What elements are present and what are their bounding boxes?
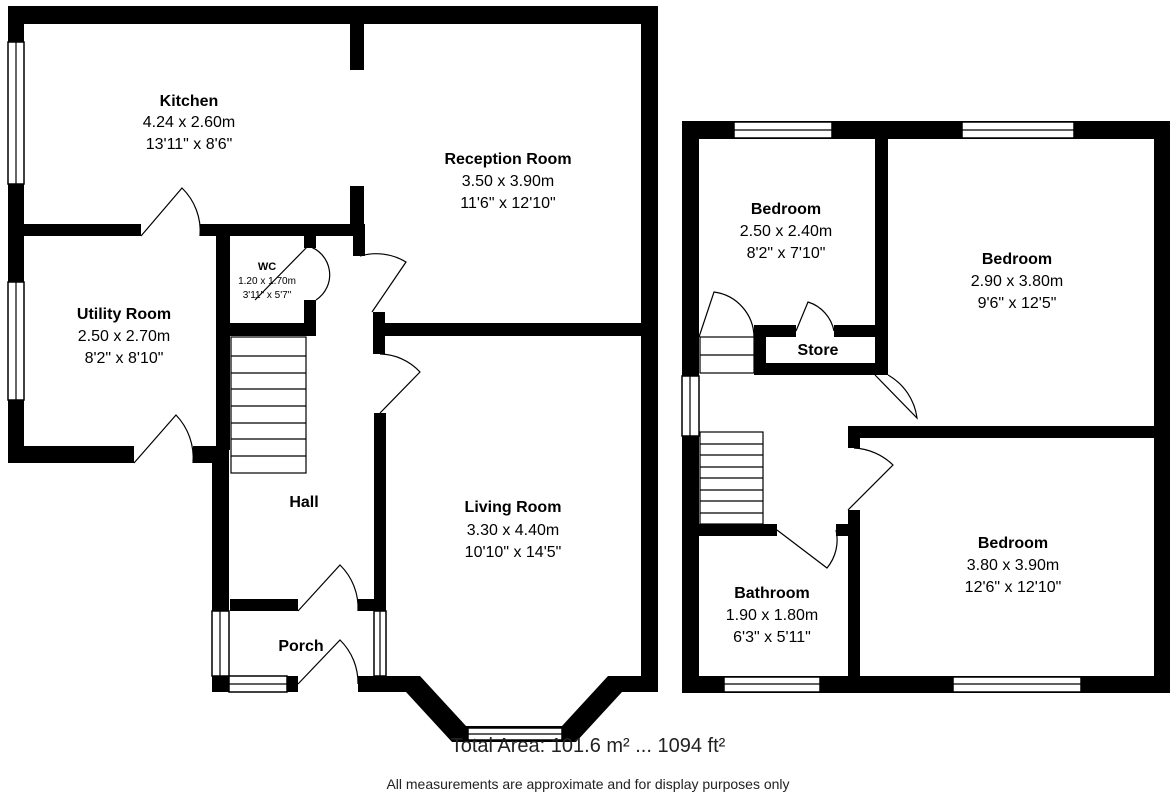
wall bbox=[699, 524, 777, 536]
room-name: Porch bbox=[278, 638, 323, 655]
door bbox=[359, 253, 407, 313]
room-dimensions-metric: 3.80 x 3.90m bbox=[967, 557, 1060, 574]
door bbox=[847, 447, 894, 511]
window bbox=[228, 675, 288, 693]
wall bbox=[641, 6, 658, 692]
wall bbox=[353, 224, 365, 256]
wall bbox=[848, 426, 1170, 438]
room-name: Utility Room bbox=[77, 306, 171, 323]
wall bbox=[304, 300, 316, 336]
door bbox=[140, 187, 201, 237]
wall bbox=[754, 363, 888, 375]
wall bbox=[1154, 121, 1170, 693]
room-dimensions-metric: 3.50 x 3.90m bbox=[462, 173, 555, 190]
room-dimensions-imperial: 11'6" x 12'10" bbox=[460, 195, 555, 212]
room-dimensions-imperial: 8'2" x 8'10" bbox=[85, 350, 164, 367]
wall bbox=[24, 224, 141, 236]
wall bbox=[200, 224, 365, 236]
total-area: Total Area: 101.6 m² ... 1094 ft² bbox=[450, 735, 726, 757]
room-dimensions-metric: 4.24 x 2.60m bbox=[143, 114, 236, 131]
room-name: Reception Room bbox=[444, 151, 571, 168]
window bbox=[7, 41, 25, 185]
wall bbox=[8, 6, 658, 24]
door bbox=[297, 639, 359, 685]
room-dimensions-metric: 2.50 x 2.70m bbox=[78, 328, 171, 345]
room-dimensions-imperial: 8'2" x 7'10" bbox=[747, 245, 826, 262]
window bbox=[211, 610, 230, 677]
room-dimensions-imperial: 10'10" x 14'5" bbox=[465, 544, 562, 561]
room-name: Bedroom bbox=[978, 535, 1048, 552]
room-dimensions-metric: 2.50 x 2.40m bbox=[740, 223, 833, 240]
wall bbox=[373, 323, 658, 336]
room-dimensions-imperial: 12'6" x 12'10" bbox=[965, 579, 1062, 596]
room-dimensions-imperial: 6'3" x 5'11" bbox=[733, 629, 811, 646]
room-dimensions-imperial: 3'11" x 5'7" bbox=[243, 290, 292, 301]
window bbox=[373, 610, 387, 677]
window bbox=[952, 676, 1082, 693]
first-floor: Bedroom 2.50 x 2.40m 8'2" x 7'10" Bedroo… bbox=[681, 121, 1170, 693]
room-name: Hall bbox=[289, 494, 318, 511]
wall bbox=[754, 325, 766, 375]
door bbox=[254, 245, 331, 301]
window bbox=[681, 375, 700, 437]
wall bbox=[875, 139, 888, 375]
room-name: Store bbox=[798, 342, 839, 359]
room-name: Bathroom bbox=[734, 585, 810, 602]
room-dimensions-metric: 3.30 x 4.40m bbox=[467, 522, 560, 539]
door bbox=[379, 353, 421, 414]
wall bbox=[8, 446, 134, 463]
wall bbox=[834, 325, 888, 337]
wall bbox=[358, 599, 386, 611]
door bbox=[698, 291, 755, 338]
door bbox=[776, 529, 838, 569]
room-dimensions-metric: 1.20 x 1.70m bbox=[238, 276, 296, 287]
wall bbox=[216, 224, 230, 450]
wall bbox=[230, 599, 298, 611]
wall bbox=[848, 510, 860, 693]
wall bbox=[230, 323, 316, 336]
disclaimer: All measurements are approximate and for… bbox=[386, 776, 790, 792]
window bbox=[961, 121, 1075, 139]
bay-window bbox=[413, 683, 616, 741]
wall bbox=[358, 676, 420, 692]
wall bbox=[304, 236, 316, 248]
room-dimensions-imperial: 9'6" x 12'5" bbox=[978, 295, 1057, 312]
room-name: WC bbox=[258, 261, 276, 273]
staircase bbox=[230, 336, 307, 474]
room-dimensions-imperial: 13'11" x 8'6" bbox=[146, 136, 233, 153]
room-name: Bedroom bbox=[982, 251, 1052, 268]
door bbox=[874, 374, 918, 420]
ground-floor: Kitchen 4.24 x 2.60m 13'11" x 8'6" Recep… bbox=[7, 6, 658, 742]
room-dimensions-metric: 2.90 x 3.80m bbox=[971, 273, 1064, 290]
window bbox=[733, 121, 833, 139]
room-name: Living Room bbox=[465, 499, 562, 516]
wall bbox=[350, 24, 364, 70]
window bbox=[723, 676, 821, 693]
staircase bbox=[699, 336, 764, 525]
window bbox=[7, 281, 25, 401]
door bbox=[133, 414, 194, 464]
room-name: Bedroom bbox=[751, 201, 821, 218]
wall bbox=[350, 186, 364, 236]
door bbox=[297, 564, 359, 612]
wall bbox=[836, 524, 860, 536]
wall bbox=[374, 413, 386, 611]
room-name: Kitchen bbox=[160, 93, 219, 110]
wall bbox=[848, 426, 860, 448]
door bbox=[795, 301, 835, 332]
room-dimensions-metric: 1.90 x 1.80m bbox=[726, 607, 819, 624]
